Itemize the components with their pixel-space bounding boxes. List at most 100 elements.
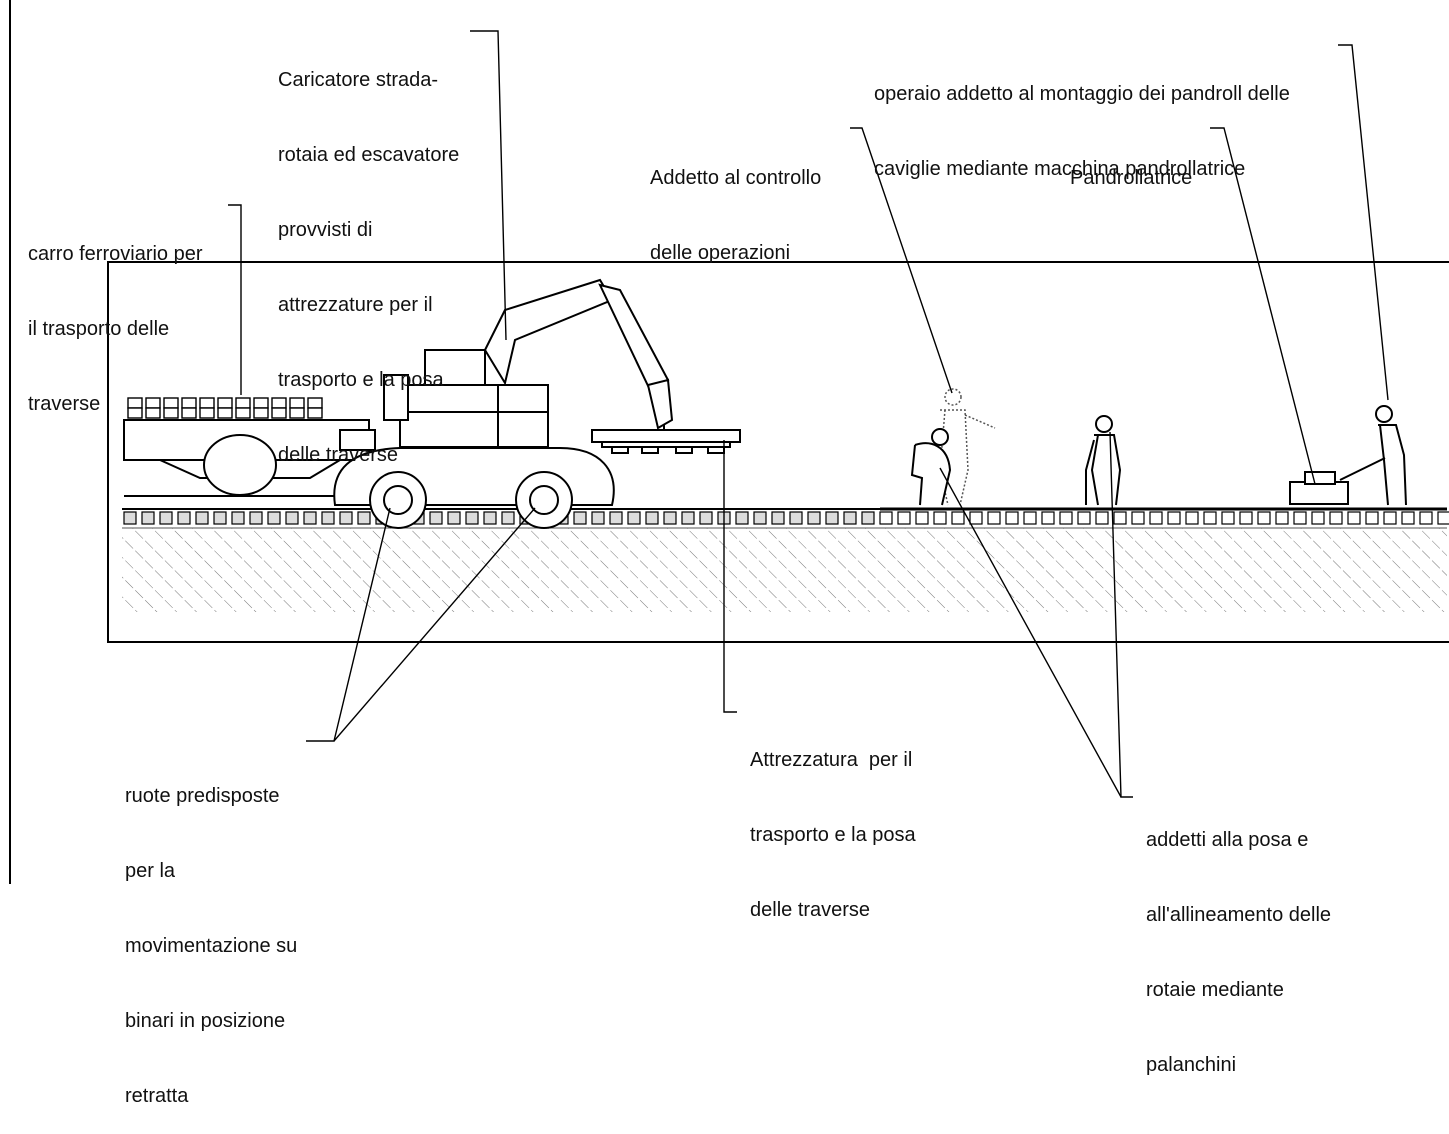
worker-supervisor xyxy=(939,388,996,506)
stacked-sleeper xyxy=(217,397,233,409)
label-addetti-posa: addetti alla posa e all'allineamento del… xyxy=(1146,778,1331,1103)
stacked-sleepers xyxy=(127,397,323,419)
sleeper xyxy=(951,511,965,525)
sleeper xyxy=(1113,511,1127,525)
sleeper xyxy=(1347,511,1361,525)
sleeper xyxy=(159,511,173,525)
sleeper xyxy=(1239,511,1253,525)
sleeper xyxy=(1311,511,1325,525)
worker-bar-center xyxy=(1085,415,1122,506)
sleeper xyxy=(303,511,317,525)
label-line: binari in posizione xyxy=(125,1010,286,1032)
sleeper xyxy=(771,511,785,525)
ground-hatch xyxy=(122,528,1447,612)
label-pandrollatrice: Pandrollatrice xyxy=(1070,116,1192,216)
sleeper xyxy=(987,511,1001,525)
sleeper xyxy=(735,511,749,525)
stacked-sleeper xyxy=(217,407,233,419)
label-line: Addetto al controllo xyxy=(650,167,822,189)
sleeper xyxy=(1149,511,1163,525)
sleeper xyxy=(789,511,803,525)
sleeper xyxy=(429,511,443,525)
sleeper xyxy=(1185,511,1199,525)
sleeper xyxy=(861,511,875,525)
sleeper xyxy=(267,511,281,525)
sleeper xyxy=(213,511,227,525)
label-line: operaio addetto al montaggio dei pandrol… xyxy=(874,83,1290,105)
label-line: rotaie mediante xyxy=(1146,979,1284,1001)
sleeper xyxy=(681,511,695,525)
label-line: Caricatore strada- xyxy=(278,69,439,91)
label-line: movimentazione su xyxy=(125,935,298,957)
sleeper xyxy=(1401,511,1415,525)
sleeper xyxy=(1041,511,1055,525)
sleeper xyxy=(1257,511,1271,525)
sleeper xyxy=(573,511,587,525)
label-line: per la xyxy=(125,860,176,882)
lifting-attachment xyxy=(591,429,741,454)
label-line: il trasporto delle xyxy=(28,318,170,340)
sleeper xyxy=(177,511,191,525)
label-line: all'allineamento delle xyxy=(1146,904,1332,926)
sleeper xyxy=(1329,511,1343,525)
sleeper xyxy=(699,511,713,525)
sleeper xyxy=(249,511,263,525)
label-line: retratta xyxy=(125,1085,189,1107)
stacked-sleeper xyxy=(307,407,323,419)
label-line: ruote predisposte xyxy=(125,785,280,807)
label-line: Pandrollatrice xyxy=(1070,167,1193,189)
sleeper xyxy=(807,511,821,525)
label-line: carro ferroviario per xyxy=(28,243,203,265)
sleeper xyxy=(1131,511,1145,525)
label-line: Attrezzatura per il xyxy=(750,749,913,771)
sleeper xyxy=(825,511,839,525)
sleepers-strip xyxy=(123,511,1449,525)
railway-car xyxy=(123,419,376,497)
sleeper xyxy=(879,511,893,525)
label-line: trasporto e la posa xyxy=(750,824,916,846)
sleeper xyxy=(195,511,209,525)
label-line: attrezzature per il xyxy=(278,294,433,316)
sleeper xyxy=(285,511,299,525)
sleeper xyxy=(609,511,623,525)
sleeper xyxy=(483,511,497,525)
leader-lines xyxy=(228,30,1389,798)
label-line: trasporto e la posa xyxy=(278,369,444,391)
worker-kneeling xyxy=(910,428,952,506)
stacked-sleeper xyxy=(253,407,269,419)
label-line: addetti alla posa e xyxy=(1146,829,1309,851)
diagram-canvas: carro ferroviario per il trasporto delle… xyxy=(9,0,1449,1107)
sleeper xyxy=(1437,511,1449,525)
sleeper xyxy=(321,511,335,525)
construction-illustration xyxy=(9,0,1449,884)
sleeper xyxy=(1023,511,1037,525)
sleeper xyxy=(843,511,857,525)
sleeper xyxy=(1203,511,1217,525)
label-line: provvisti di xyxy=(278,219,373,241)
stacked-sleeper xyxy=(271,407,287,419)
stacked-sleeper xyxy=(253,397,269,409)
sleeper xyxy=(231,511,245,525)
label-ruote: ruote predisposte per la movimentazione … xyxy=(125,734,297,1134)
sleeper xyxy=(1365,511,1379,525)
sleeper xyxy=(123,511,137,525)
sleeper xyxy=(897,511,911,525)
sleeper xyxy=(1077,511,1091,525)
label-line: traverse xyxy=(28,393,101,415)
stacked-sleeper xyxy=(181,407,197,419)
label-addetto-controllo: Addetto al controllo delle operazioni xyxy=(650,116,821,291)
sleeper xyxy=(1383,511,1397,525)
sleeper xyxy=(933,511,947,525)
label-line: delle traverse xyxy=(750,899,871,921)
stacked-sleeper xyxy=(127,407,143,419)
label-line: caviglie mediante macchina pandrollatric… xyxy=(874,158,1246,180)
sleeper xyxy=(357,511,371,525)
label-line: delle traverse xyxy=(278,444,399,466)
label-operaio-pandroll: operaio addetto al montaggio dei pandrol… xyxy=(874,32,1290,207)
sleeper xyxy=(627,511,641,525)
label-line: delle operazioni xyxy=(650,242,791,264)
sleeper xyxy=(1005,511,1019,525)
stacked-sleeper xyxy=(163,407,179,419)
sleeper xyxy=(1275,511,1289,525)
label-attrezzatura: Attrezzatura per il trasporto e la posa … xyxy=(750,698,916,948)
